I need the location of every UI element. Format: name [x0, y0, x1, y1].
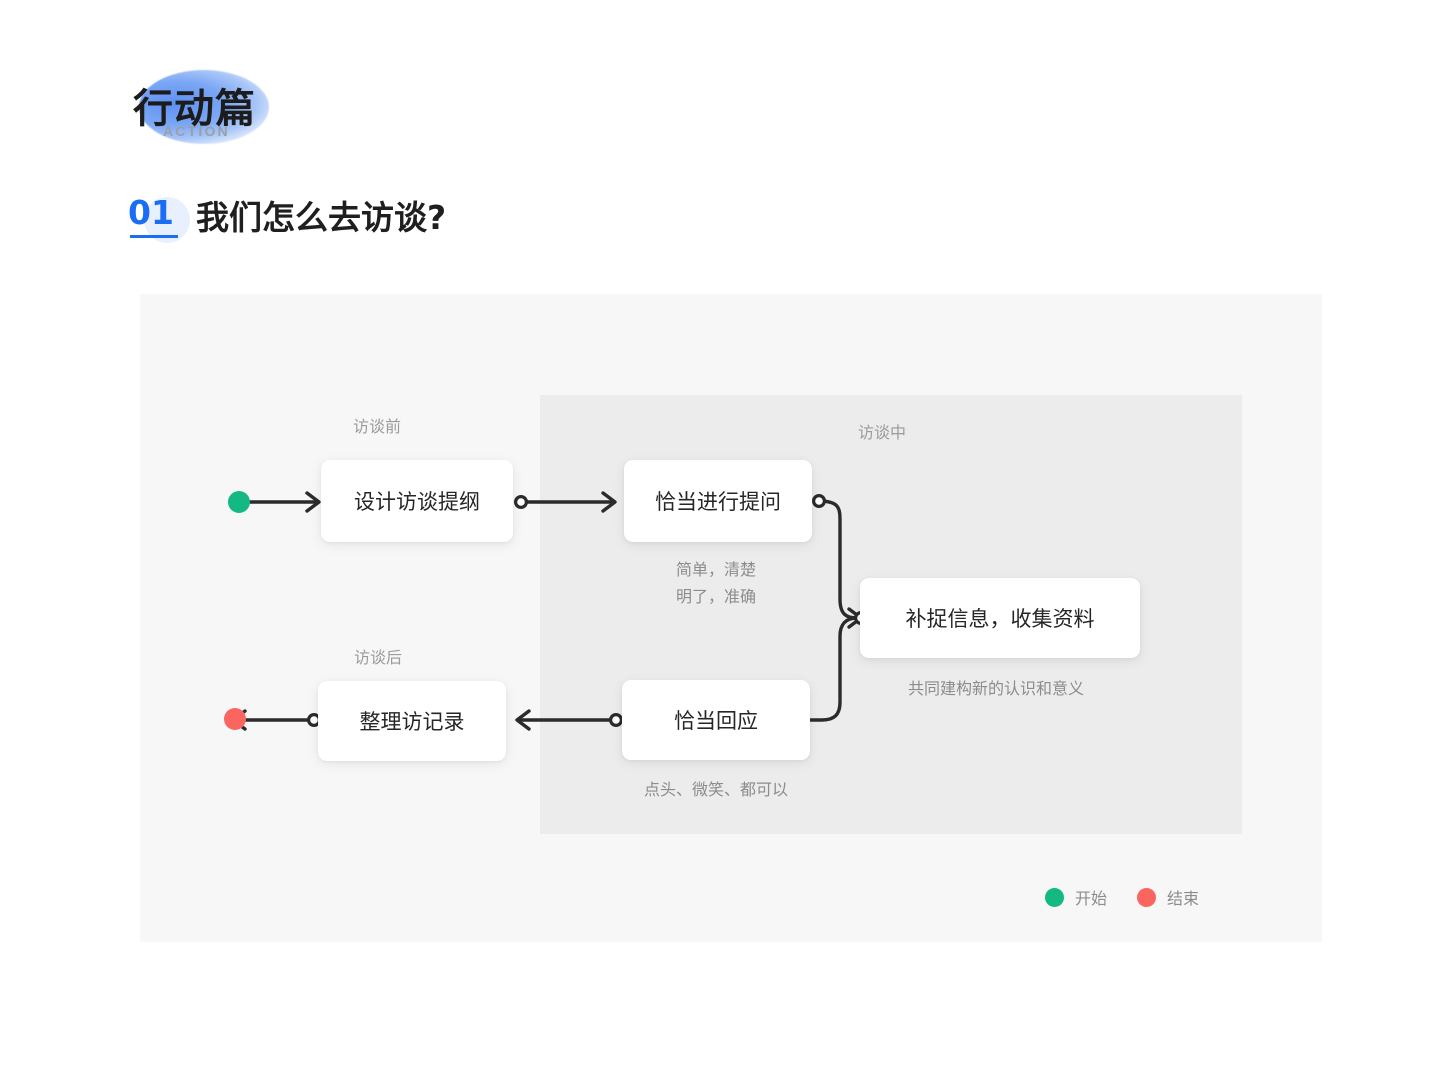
start-terminator-dot [228, 491, 250, 513]
diagram-panel: 访谈前 访谈中 访谈后 设计访谈提纲 恰当进行提问 补捉信息，收集资料 恰当回应… [140, 294, 1322, 942]
node-label: 恰当回应 [674, 709, 758, 733]
circle-dot-icon [1045, 887, 1064, 907]
logo-chinese-title: 行动篇 [133, 86, 256, 132]
caption-ask-questions: 简单，清楚 明了，准确 [616, 556, 816, 610]
caption-line: 点头、微笑、都可以 [643, 780, 788, 799]
caption-capture-info: 共同建构新的认识和意义 [896, 675, 1096, 702]
node-capture-info[interactable]: 补捉信息，收集资料 [860, 578, 1140, 658]
caption-line: 简单，清楚 [675, 560, 756, 579]
section-title-text: 我们怎么去访谈? [196, 198, 447, 237]
logo-gradient-blob-icon [139, 70, 269, 144]
end-terminator-dot [224, 708, 246, 730]
legend-item-start: 开始 [1045, 885, 1107, 909]
stage-label-before: 访谈前 [353, 419, 402, 436]
legend: 开始 结束 [1045, 885, 1199, 909]
logo-english-subtitle: ACTION [163, 123, 230, 139]
legend-item-end: 结束 [1137, 885, 1199, 909]
action-logo: 行动篇 ACTION [133, 66, 285, 148]
node-label: 设计访谈提纲 [354, 490, 480, 514]
number-underline-rule [130, 235, 178, 238]
node-respond[interactable]: 恰当回应 [622, 680, 810, 760]
legend-label: 开始 [1075, 889, 1108, 908]
node-label: 补捉信息，收集资料 [905, 607, 1095, 631]
caption-line: 共同建构新的认识和意义 [907, 679, 1084, 698]
section-number-badge: 01 [128, 191, 190, 247]
arrowhead-respond-to-organize [515, 709, 531, 731]
node-label: 恰当进行提问 [655, 490, 781, 514]
stage-label-during: 访谈中 [858, 425, 907, 442]
stage-label-after: 访谈后 [354, 650, 403, 667]
node-ask-questions[interactable]: 恰当进行提问 [624, 460, 812, 542]
page-title: 01 我们怎么去访谈? [128, 191, 446, 247]
node-label: 整理访记录 [359, 710, 465, 734]
caption-line: 明了，准确 [675, 587, 756, 606]
node-design-outline[interactable]: 设计访谈提纲 [321, 460, 513, 542]
endpoint-design-right [514, 495, 529, 510]
section-number: 01 [128, 193, 174, 232]
arrowhead-start-to-design [305, 491, 321, 513]
legend-label: 结束 [1167, 889, 1200, 908]
caption-respond: 点头、微笑、都可以 [616, 776, 816, 803]
node-organize-notes[interactable]: 整理访记录 [318, 681, 506, 761]
circle-dot-icon [1137, 887, 1157, 907]
